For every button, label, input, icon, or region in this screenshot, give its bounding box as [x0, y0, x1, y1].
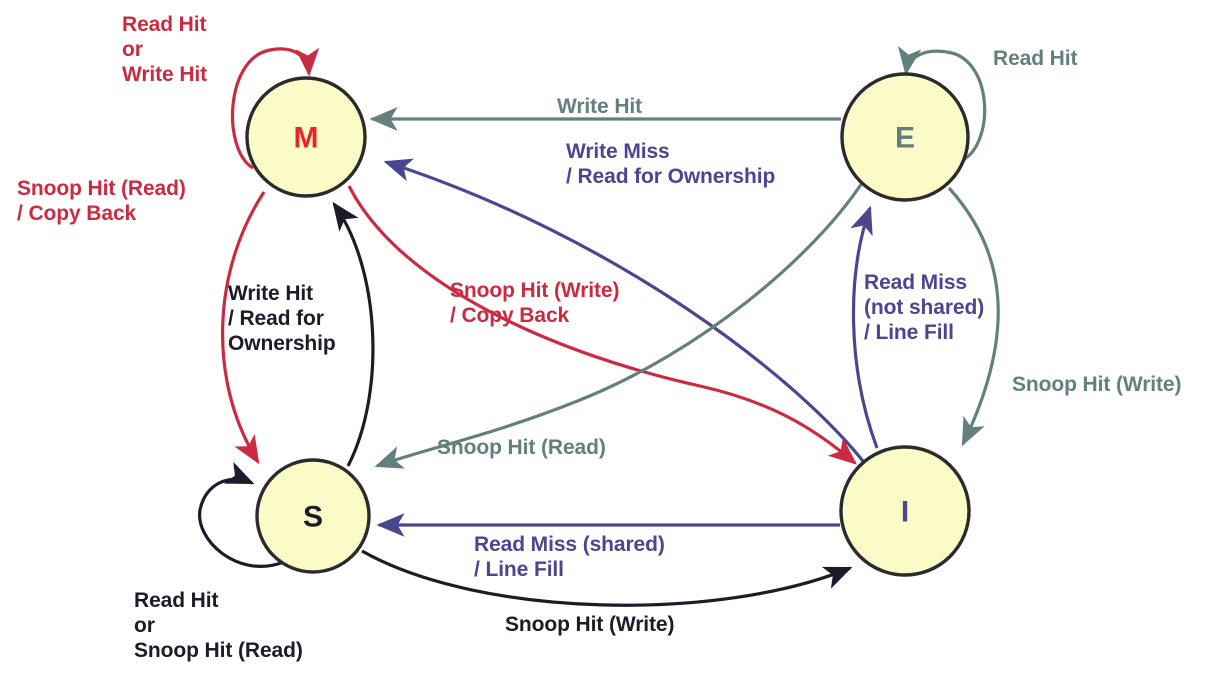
state-node-i[interactable]: I [839, 445, 971, 577]
state-label-m: M [294, 122, 319, 155]
edge-label-e-to-s: Snoop Hit (Read) [437, 436, 606, 459]
state-label-s: S [303, 501, 323, 534]
edge-label-e-to-m: Write Hit [557, 95, 643, 118]
state-label-e: E [895, 122, 915, 155]
edge-label-e-self-loop: Read Hit [993, 47, 1078, 70]
edge-label-m-to-s: Snoop Hit (Read) / Copy Back [17, 177, 186, 225]
edge-label-e-to-i: Snoop Hit (Write) [1012, 373, 1182, 396]
edge-label-m-self-loop: Read Hit or Write Hit [122, 13, 208, 86]
edge-s-to-i [361, 549, 853, 607]
state-node-e[interactable]: E [840, 72, 970, 202]
edge-e-to-s [374, 182, 864, 469]
edge-s-self-loop [198, 461, 282, 568]
edge-label-i-to-e: Read Miss (not shared) / Line Fill [864, 271, 985, 344]
edge-e-to-i [947, 186, 1000, 447]
edge-m-self-loop [230, 47, 320, 170]
edge-label-s-to-i: Snoop Hit (Write) [505, 613, 675, 636]
edge-m-to-s [221, 191, 266, 465]
edge-label-s-self-loop: Read Hit or Snoop Hit (Read) [134, 589, 303, 662]
edge-label-i-to-s: Read Miss (shared) / Line Fill [474, 533, 665, 581]
edge-s-to-m [332, 201, 375, 467]
state-label-i: I [901, 496, 909, 529]
edge-m-to-i [347, 185, 857, 465]
edge-label-i-to-m: Write Miss / Read for Ownership [566, 140, 776, 188]
edge-i-to-e [850, 205, 879, 449]
state-node-m[interactable]: M [245, 76, 367, 198]
edge-label-m-to-i: Snoop Hit (Write) / Copy Back [450, 279, 620, 327]
state-node-s[interactable]: S [255, 458, 371, 574]
edge-label-s-to-m: Write Hit / Read for Ownership [228, 282, 336, 355]
edge-e-self-loop [897, 45, 987, 162]
edge-i-to-m [383, 158, 868, 466]
